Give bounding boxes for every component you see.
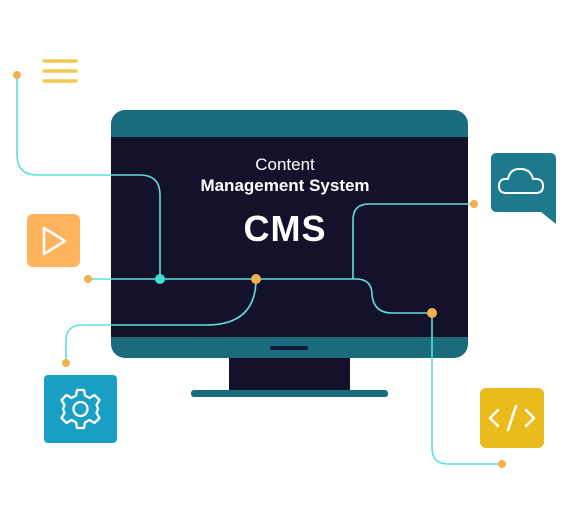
monitor-button: [270, 346, 308, 350]
play-icon: [27, 214, 80, 267]
screen-subtitle: Content: [255, 155, 315, 174]
monitor-neck: [229, 358, 350, 391]
node-bottom-right: [498, 460, 506, 468]
node-center-teal: [155, 274, 165, 284]
monitor-base: [191, 390, 388, 397]
node-right-mid: [427, 308, 437, 318]
node-center-orange: [251, 274, 261, 284]
screen-title: Management System: [200, 176, 370, 195]
menu-icon: [42, 59, 78, 83]
connector-right-top: [352, 203, 474, 279]
node-left: [84, 275, 92, 283]
connector-top-left: [16, 75, 161, 279]
code-icon: [480, 388, 544, 448]
connector-nodes: [13, 71, 506, 468]
connector-lines: [16, 75, 502, 465]
monitor-screen: [111, 137, 468, 337]
node-top-left: [13, 71, 21, 79]
monitor: [111, 110, 468, 397]
gear-icon: [44, 375, 117, 443]
node-gear: [62, 359, 70, 367]
cloud-icon: [491, 153, 556, 224]
screen-headline: CMS: [243, 208, 327, 249]
connector-right-down: [431, 313, 502, 465]
node-right-top: [470, 200, 478, 208]
connector-horizontal-main: [88, 278, 432, 314]
connector-center-down: [65, 278, 257, 363]
